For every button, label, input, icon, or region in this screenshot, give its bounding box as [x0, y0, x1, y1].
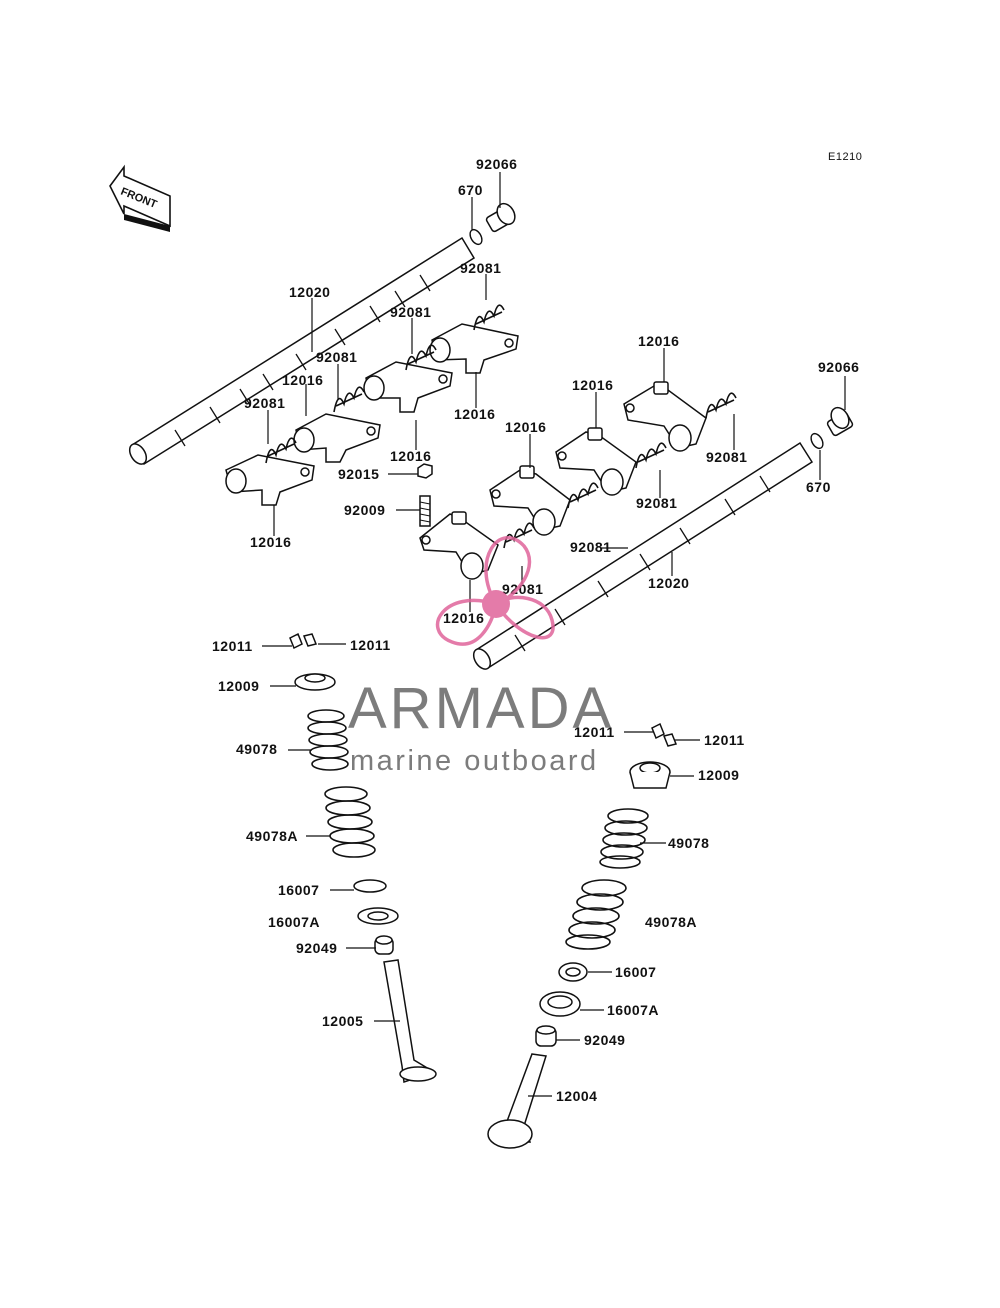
label-12011-d: 12011 [704, 732, 745, 748]
label-16007-left: 16007 [278, 882, 319, 898]
label-12016-e: 12016 [250, 534, 291, 550]
label-92049-right: 92049 [584, 1032, 625, 1048]
label-92081-a: 92081 [460, 260, 501, 276]
seat-16007-left [353, 879, 387, 893]
propeller-hub [482, 590, 510, 618]
label-92066-top: 92066 [476, 156, 517, 172]
watermark-tagline: marine outboard [350, 745, 599, 777]
spring-92081-4 [473, 304, 505, 331]
label-670-right: 670 [806, 479, 831, 495]
cotter-12011-right [651, 722, 678, 747]
seat-16007A-left [357, 907, 399, 925]
label-49078-right: 49078 [668, 835, 709, 851]
label-49078-left: 49078 [236, 741, 277, 757]
label-12011-c: 12011 [574, 724, 615, 740]
label-12009-right: 12009 [698, 767, 739, 783]
label-92015: 92015 [338, 466, 379, 482]
label-92081-e: 92081 [706, 449, 747, 465]
label-92009: 92009 [344, 502, 385, 518]
spring-49078-left [307, 709, 349, 771]
label-92081-b: 92081 [390, 304, 431, 320]
spring-49078A-right [565, 879, 627, 950]
spring-49078-right [599, 808, 649, 869]
label-12005: 12005 [322, 1013, 363, 1029]
rocker-arm-5 [419, 511, 499, 580]
watermark-brand: ARMADA [348, 676, 614, 741]
label-92066-right: 92066 [818, 359, 859, 375]
label-12009-left: 12009 [218, 678, 259, 694]
spring-49078A-left [324, 786, 376, 858]
plug-92066-top [485, 202, 516, 233]
label-16007A-left: 16007A [268, 914, 320, 930]
adjuster-screw-92009 [419, 495, 431, 527]
propeller-icon [435, 536, 555, 646]
leader-lines [262, 172, 846, 1097]
plug-92066-right [826, 406, 854, 437]
seat-16007-right [558, 962, 588, 982]
label-12016-a: 12016 [282, 372, 323, 388]
rocker-arm-2 [293, 413, 381, 463]
label-12016-c: 12016 [390, 448, 431, 464]
label-670-top: 670 [458, 182, 483, 198]
nut-92015 [417, 463, 433, 479]
spring-92081-3 [405, 344, 437, 371]
label-92081-f: 92081 [636, 495, 677, 511]
label-12004: 12004 [556, 1088, 597, 1104]
spring-92081-1 [265, 437, 297, 464]
o-ring-670-top [469, 228, 483, 246]
rocker-arm-7 [555, 427, 637, 496]
rocker-arm-8 [623, 381, 707, 452]
spring-92081-8 [705, 392, 737, 419]
diagram-code: E1210 [828, 151, 862, 163]
label-12011-b: 12011 [350, 637, 391, 653]
rocker-arm-3 [363, 361, 453, 413]
retainer-12009-left [294, 673, 336, 691]
label-16007A-right: 16007A [607, 1002, 659, 1018]
rocker-arm-1 [225, 454, 315, 506]
label-12016-f: 12016 [572, 377, 613, 393]
spring-92081-7 [635, 442, 667, 469]
rocker-arm-6 [489, 465, 571, 536]
label-12016-g: 12016 [638, 333, 679, 349]
seal-92049-right [535, 1025, 557, 1047]
label-12020-left: 12020 [289, 284, 330, 300]
cotter-12011-left [289, 632, 318, 650]
retainer-12009-right [629, 761, 671, 789]
label-12016-h: 12016 [443, 610, 484, 626]
label-49078A-right: 49078A [645, 914, 697, 930]
camshaft-right [472, 441, 814, 670]
watermark: ARMADA marine outboard [348, 536, 614, 777]
front-arrow-icon: FRONT [109, 164, 171, 232]
spring-92081-5 [503, 522, 535, 549]
valve-12004 [487, 1053, 547, 1149]
label-16007-right: 16007 [615, 964, 656, 980]
label-92081-d: 92081 [244, 395, 285, 411]
label-92081-g: 92081 [570, 539, 611, 555]
valve-12005 [383, 959, 437, 1084]
label-12011-a: 12011 [212, 638, 253, 654]
label-49078A-left: 49078A [246, 828, 298, 844]
camshaft-left [128, 236, 476, 466]
label-12020-right: 12020 [648, 575, 689, 591]
label-12016-b: 12016 [454, 406, 495, 422]
label-92081-c: 92081 [316, 349, 357, 365]
label-92049-left: 92049 [296, 940, 337, 956]
seat-16007A-right [539, 991, 581, 1017]
rocker-arm-4 [429, 323, 519, 374]
o-ring-670-right [810, 432, 824, 450]
spring-92081-6 [567, 482, 599, 509]
seal-92049-left [374, 935, 394, 955]
label-12016-d: 12016 [505, 419, 546, 435]
